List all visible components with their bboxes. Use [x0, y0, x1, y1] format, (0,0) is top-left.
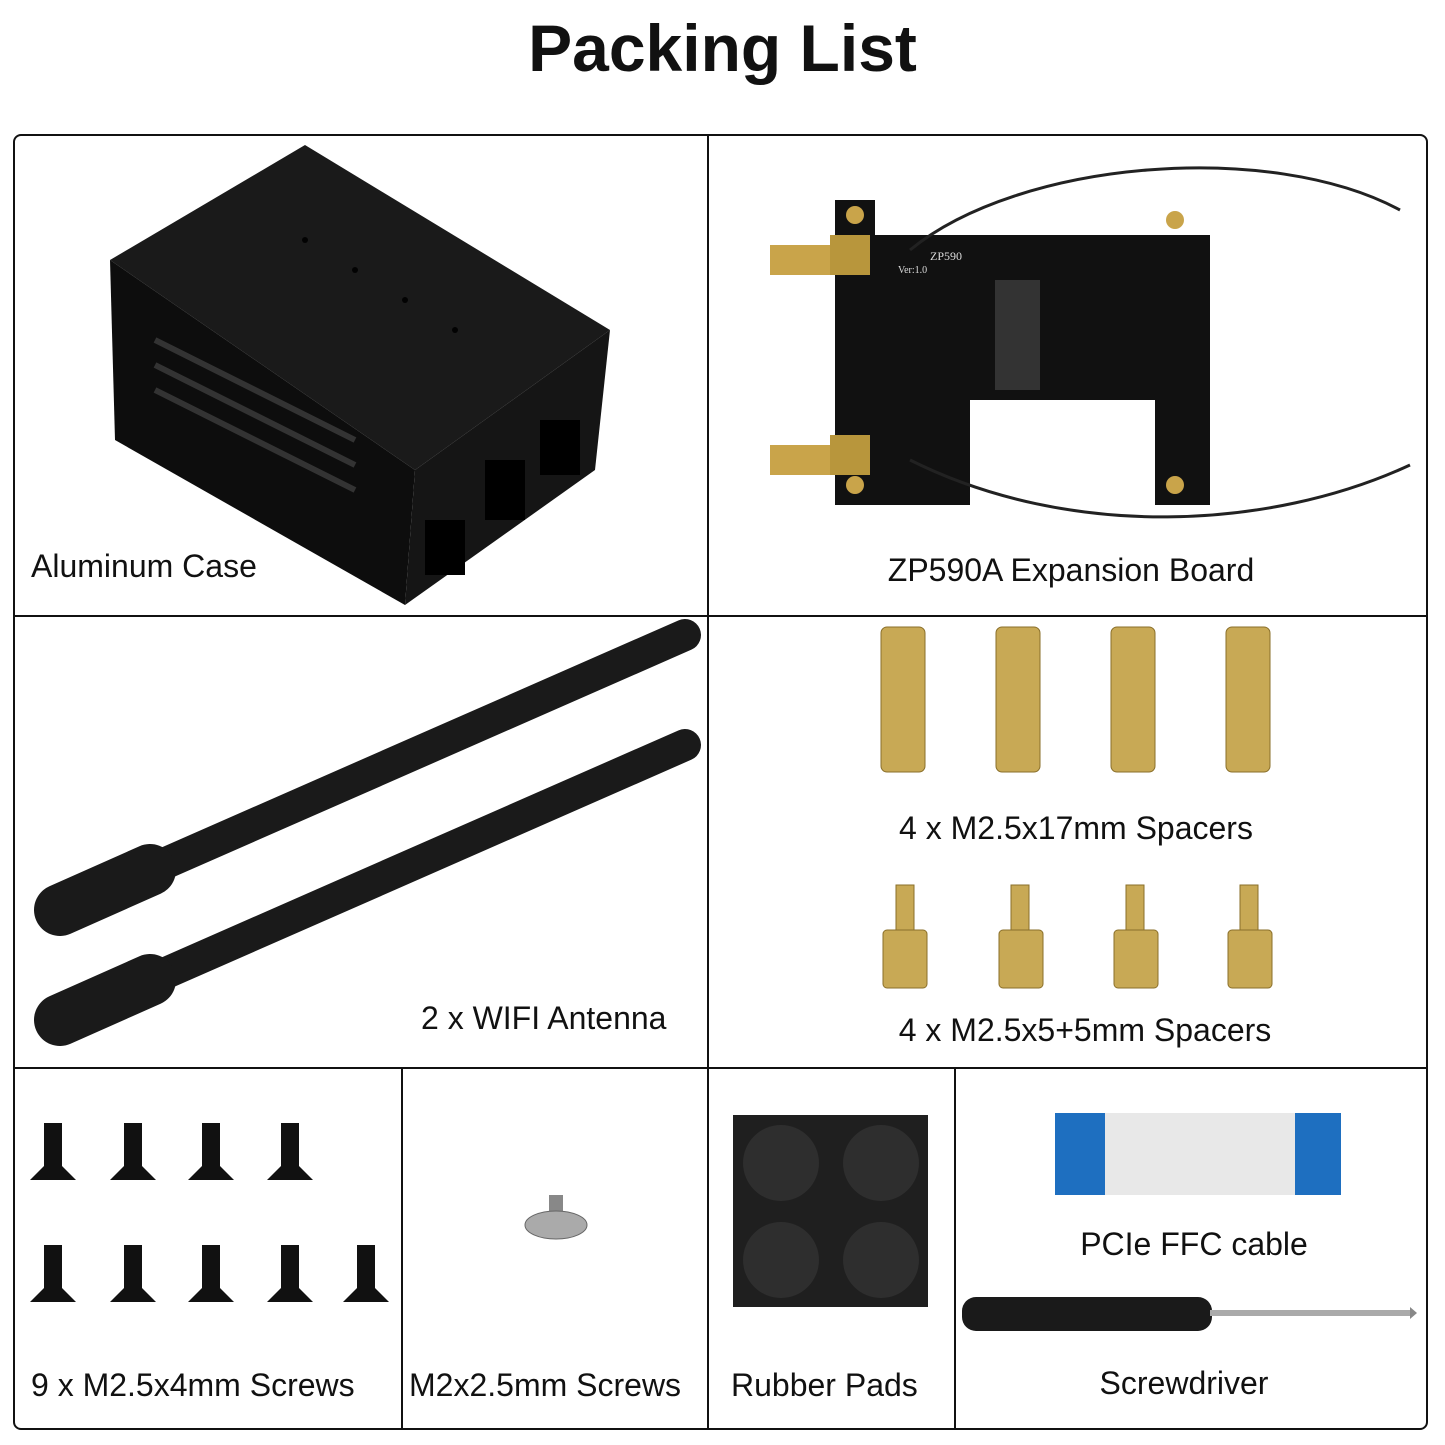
divider [401, 1068, 403, 1430]
aluminum-case-label: Aluminum Case [31, 548, 257, 584]
screwdriver-image [962, 1297, 1417, 1331]
m2-screws-label: M2x2.5mm Screws [409, 1367, 682, 1403]
divider [13, 615, 1428, 617]
board-silk: ZP590 [930, 249, 962, 263]
rubber-pads-image [733, 1115, 928, 1307]
screwdriver-label: Screwdriver [1099, 1365, 1269, 1401]
expansion-board-image: ZP590 Ver:1.0 [770, 166, 1411, 519]
long-spacers-label: 4 x M2.5x17mm Spacers [899, 810, 1253, 846]
wifi-antenna-image [34, 619, 701, 1046]
ffc-cable-image [1055, 1113, 1341, 1195]
ffc-cable-label: PCIe FFC cable [1080, 1226, 1308, 1262]
long-spacers-image [880, 626, 1271, 773]
aluminum-case-image [110, 145, 610, 605]
m25-screws-image [30, 1123, 389, 1302]
page-title: Packing List [528, 11, 917, 85]
divider [13, 1067, 1428, 1069]
m25-screws-label: 9 x M2.5x4mm Screws [31, 1367, 355, 1403]
m2-screw-image [524, 1195, 588, 1240]
rubber-pads-label: Rubber Pads [731, 1367, 918, 1403]
wifi-antenna-label: 2 x WIFI Antenna [421, 1000, 667, 1036]
board-version: Ver:1.0 [898, 265, 927, 276]
divider [707, 134, 709, 1430]
divider [954, 1068, 956, 1430]
grid-frame [13, 134, 1428, 1430]
short-spacers-image [882, 884, 1273, 989]
expansion-board-label: ZP590A Expansion Board [887, 552, 1255, 588]
short-spacers-label: 4 x M2.5x5+5mm Spacers [898, 1012, 1272, 1048]
